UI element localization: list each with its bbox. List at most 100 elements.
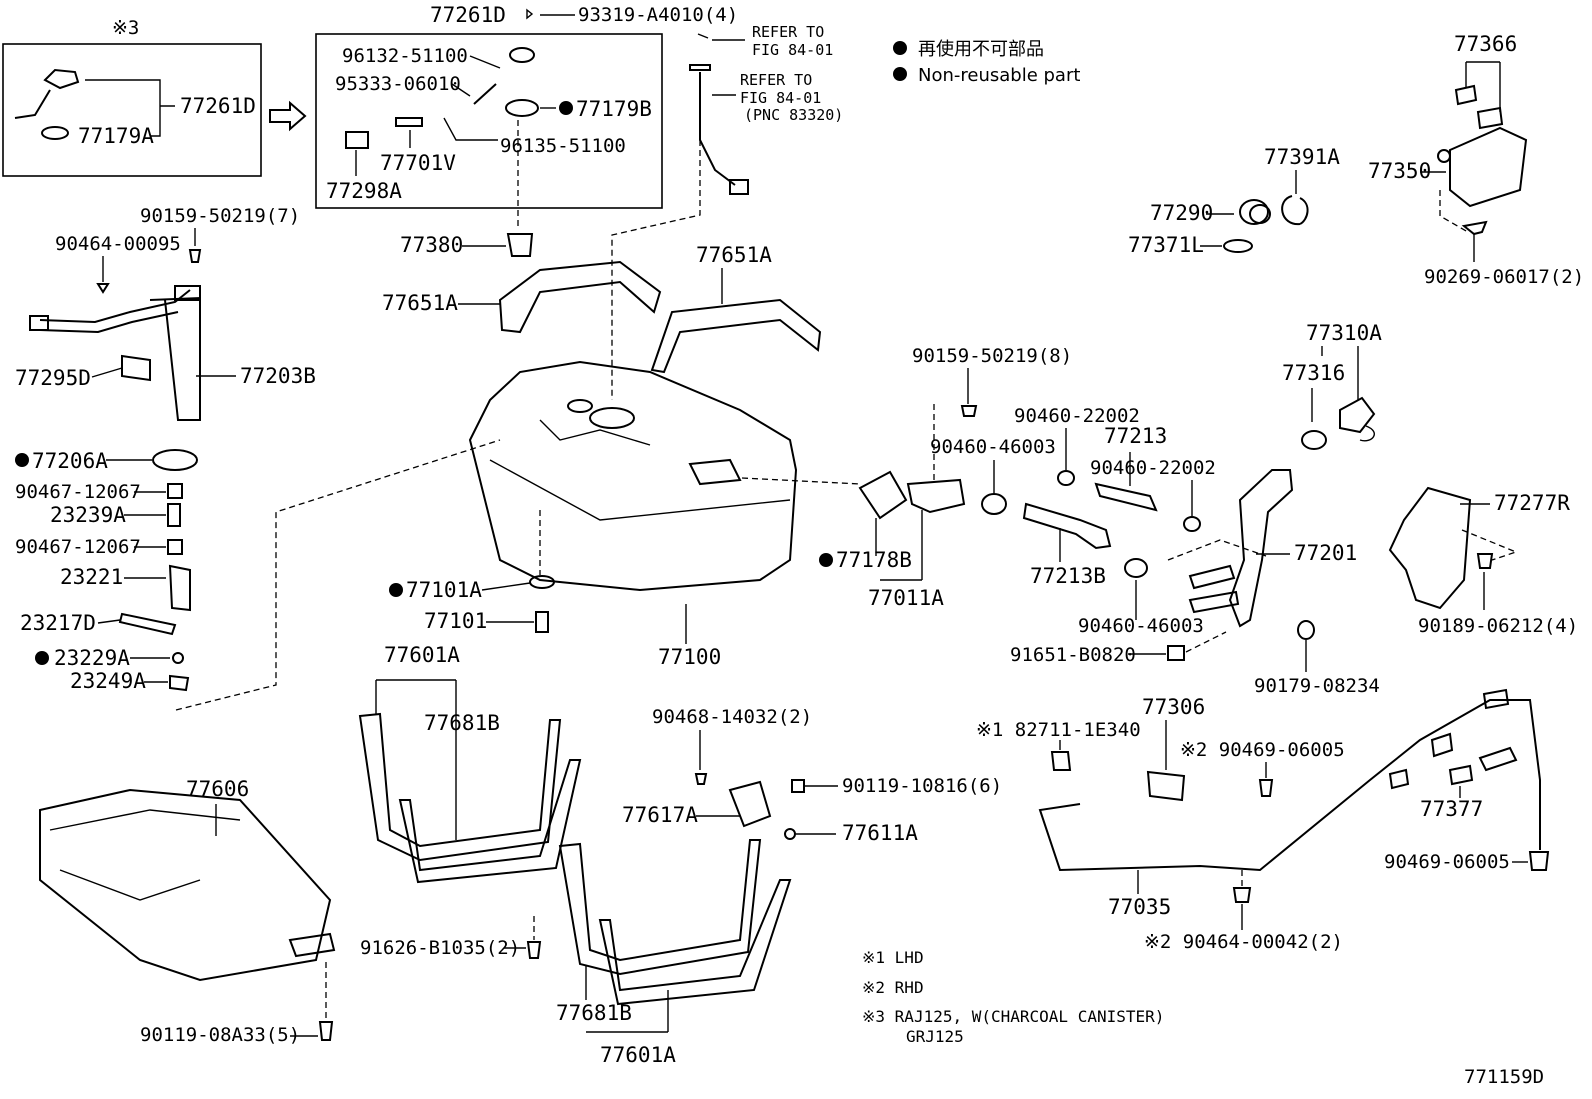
bolt-icon [1476,553,1494,569]
fuel-lid-icon [1449,126,1528,208]
part-label-77101: 77101 [424,609,487,633]
part-label-77681B-bottom: 77681B [556,1001,632,1025]
connector-icon [1050,751,1072,771]
refer-1-line-2: FIG 84-01 [752,41,833,59]
o-ring-icon [172,652,184,664]
non-reusable-dot-icon [35,651,49,665]
lid-opener-cable: ※1 82711-1E340 77306 ※2 90469-06005 7737… [976,688,1550,953]
part-label-77601A-bottom: 77601A [600,1043,676,1067]
screw-icon [1461,220,1488,236]
part-label-77179B: 77179B [576,97,652,121]
part-label-77701V: 77701V [380,151,456,175]
non-reusable-dot-icon [819,553,833,567]
pump-bracket-icon [118,612,177,636]
part-label-90269: 90269-06017(2) [1424,266,1584,288]
arrow-right-icon [269,100,307,132]
part-label-77366: 77366 [1454,32,1517,56]
part-label-77306: 77306 [1142,695,1205,719]
part-label-90179: 90179-08234 [1254,675,1380,697]
float-icon [729,179,749,195]
gasket-icon [152,449,198,471]
part-label-90189: 90189-06212(4) [1418,615,1578,637]
strainer-icon [169,674,190,692]
part-label-77611A: 77611A [842,821,918,845]
gasket-icon [529,575,555,589]
refer-2-line-2: FIG 84-01 [740,89,821,107]
part-label-77101A: 77101A [406,578,482,602]
hose-icon [1022,502,1112,550]
gasket-icon [1301,430,1327,450]
part-label-77391A: 77391A [1264,145,1340,169]
part-label-77011A: 77011A [868,586,944,610]
part-label-90469-b: 90469-06005 [1384,851,1510,873]
fuel-tank: 77380 77651A 77651A 77101A 77101 77100 [382,233,861,669]
part-label-95333: 95333-06010 [335,73,461,95]
valve-icon [395,117,423,127]
connector-icon [29,315,49,331]
gauge-flange-icon [43,68,80,90]
gasket-icon [41,126,69,140]
filler-pipe-icon [1188,564,1236,590]
gauge-arm-icon [14,89,51,119]
bracket-icon [728,780,772,828]
footnotes: ※1 LHD ※2 RHD ※3 RAJ125, W(CHARCOAL CANI… [862,948,1544,1088]
tank-opening-icon [589,407,635,429]
clamp-icon [167,483,183,499]
hinge-icon [1476,106,1504,130]
fuel-pump-icon [168,564,191,612]
canister-variant-box: ※3 77261D 77179A [2,17,307,177]
valve-icon [506,233,534,257]
hose-clamp-icon [1183,516,1201,532]
filler-protector-icon [1388,486,1472,610]
part-label-23239A: 23239A [50,503,126,527]
lock-icon [1454,84,1478,106]
legend-en: Non-reusable part [918,65,1080,86]
clip-icon [96,283,110,294]
gauge-flange-icon [689,64,711,71]
part-label-77178B: 77178B [836,548,912,572]
part-label-77295D: 77295D [15,366,91,390]
non-reusable-dot-icon [559,101,573,115]
part-label-82711: ※1 82711-1E340 [976,719,1141,741]
fuel-filler-cap-lid: 77366 77350 90269-06017(2) 77391A 77290 … [1128,32,1584,637]
part-label-77100: 77100 [658,645,721,669]
part-label-77261D: 77261D [180,94,256,118]
fuel-inlet-hoses: 90159-50219(8) 90460-46003 77178B 77011A… [819,345,1380,697]
clip-icon [1528,851,1550,871]
sender-box-frame [315,33,663,209]
tank-strap-icon [558,839,762,976]
part-label-77261D-top: 77261D [430,3,506,27]
inlet-pipe-icon [906,478,966,514]
gasket-icon [858,470,908,520]
part-label-90460-22002-a: 90460-22002 [1014,405,1140,427]
clamp-icon [167,539,183,555]
non-reusable-dot-icon [893,41,907,55]
part-label-77201: 77201 [1294,541,1357,565]
legend: 再使用不可部品 Non-reusable part [893,39,1080,86]
part-label-23249A: 23249A [70,669,146,693]
packing-icon [1239,199,1269,225]
hose-clamp-icon [1057,470,1075,486]
part-label-77601A-top: 77601A [384,643,460,667]
part-label-90468: 90468-14032(2) [652,706,812,728]
part-label-90460-46003-a: 90460-46003 [930,436,1056,458]
note-rhd: ※2 RHD [862,978,924,997]
packing-icon [1249,204,1271,224]
part-label-77290: 77290 [1150,201,1213,225]
part-label-77651A-right: 77651A [696,243,772,267]
tank-strap-icon [398,759,582,884]
part-label-90464-95: 90464-00095 [55,233,181,255]
filler-pipe-icon [1188,590,1240,614]
part-label-77617A: 77617A [622,803,698,827]
part-label-90464-42: ※2 90464-00042(2) [1144,931,1343,953]
gasket-icon [505,99,539,117]
pump-bracket-icon [149,296,201,421]
tank-strap-icon [358,712,562,862]
part-label-91626: 91626-B1035(2) [360,937,520,959]
clip-icon [694,773,708,785]
part-label-77377: 77377 [1420,797,1483,821]
opener-cable-icon [1038,699,1541,872]
ring-icon [1223,239,1253,253]
part-label-93319: 93319-A4010(4) [578,4,738,26]
